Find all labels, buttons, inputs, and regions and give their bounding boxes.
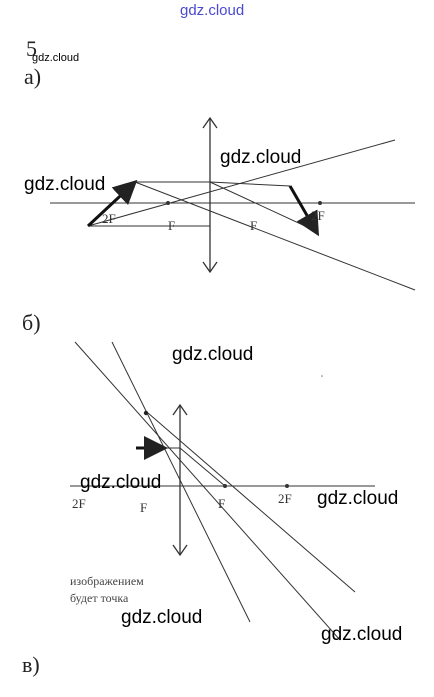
watermark-top: gdz.cloud (180, 2, 245, 19)
label-f-left-b: F (140, 500, 147, 515)
focus-dot-left-a (166, 201, 170, 205)
watermark-sub: gdz.cloud (32, 52, 80, 64)
note-line-1: изображением (70, 574, 144, 588)
ray-short-a (209, 181, 291, 187)
label-2f-right-a: 2F (311, 208, 325, 223)
focus-dot-2f-right-b (285, 484, 289, 488)
part-label-v: в) (22, 652, 40, 677)
object-arrow-a (86, 179, 138, 228)
watermark-a1: gdz.cloud (220, 147, 302, 168)
watermark-b4: gdz.cloud (121, 607, 203, 628)
ray-2-b (111, 341, 251, 623)
label-f-left-a: F (168, 218, 175, 233)
focus-dot-right-a (318, 201, 322, 205)
lens-top-arrow-a (202, 116, 218, 129)
focus-dot-right-b (223, 484, 227, 488)
watermark-b5: gdz.cloud (321, 624, 403, 645)
lens-top-arrow-b (172, 403, 188, 416)
part-label-b: б) (22, 310, 41, 335)
note-line-2: будет точка (70, 591, 129, 605)
label-2f-right-b: 2F (278, 491, 292, 506)
watermark-a2: gdz.cloud (24, 174, 106, 195)
ray-4-b (179, 447, 226, 487)
watermark-b1: gdz.cloud (172, 344, 254, 365)
ray-1-b (74, 341, 341, 641)
lens-bottom-arrow-a (202, 261, 218, 274)
lens-bottom-arrow-b (172, 544, 188, 557)
image-arrow-a (288, 185, 320, 237)
point-top-b (143, 410, 149, 416)
ray-3-b (147, 412, 356, 593)
label-f-right-a: F (250, 218, 257, 233)
watermark-b2: gdz.cloud (80, 472, 162, 493)
label-f-right-b: F (218, 496, 225, 511)
ray-extended-a (87, 139, 396, 227)
label-2f-left-a: 2F (102, 211, 116, 226)
label-2f-left-b: 2F (72, 496, 86, 511)
part-label-a: а) (24, 64, 42, 89)
problem-number: 5 (26, 36, 37, 61)
watermark-b3: gdz.cloud (317, 488, 399, 509)
